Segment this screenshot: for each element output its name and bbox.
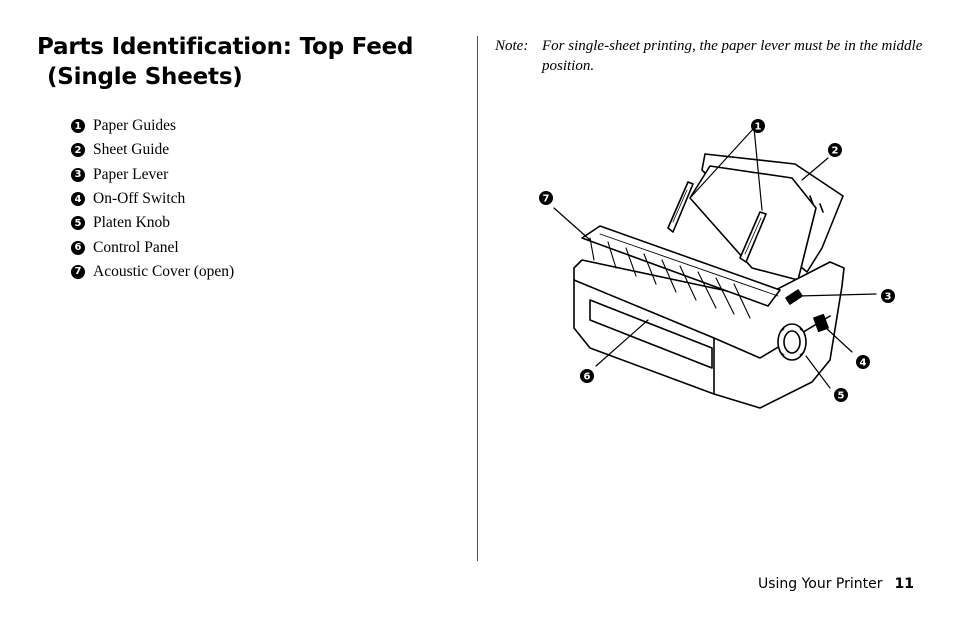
page-footer: Using Your Printer 11: [758, 576, 914, 592]
callout-badge: 7: [71, 264, 85, 279]
platen-knob: [777, 323, 807, 361]
callout-badge: 4: [71, 192, 85, 207]
paper-sheet: [689, 165, 817, 281]
title-line-1: Parts Identification: Top Feed: [37, 34, 414, 60]
column-divider: [477, 36, 478, 561]
svg-text:4: 4: [860, 358, 867, 369]
svg-text:6: 6: [584, 372, 591, 383]
part-label: Paper Guides: [93, 117, 177, 135]
control-panel: [589, 299, 713, 369]
part-label: Control Panel: [93, 238, 179, 256]
list-item: 4 On-Off Switch: [71, 187, 234, 211]
page-title: Parts Identification: Top Feed (Single S…: [37, 32, 457, 92]
callout-5: 5: [834, 388, 848, 402]
part-label: Platen Knob: [93, 214, 171, 232]
note: Note: For single-sheet printing, the pap…: [495, 36, 925, 76]
list-item: 2 Sheet Guide: [71, 138, 234, 162]
callout-badge: 3: [71, 167, 85, 182]
paper-guide-left: [667, 181, 694, 233]
callout-3: 3: [881, 289, 895, 303]
part-label: Sheet Guide: [93, 141, 170, 159]
acoustic-cover: [581, 225, 781, 307]
callout-1: 1: [751, 119, 765, 133]
note-label: Note:: [495, 38, 529, 54]
on-off-switch: [813, 313, 829, 333]
svg-text:3: 3: [885, 292, 892, 303]
callout-4: 4: [856, 355, 870, 369]
title-line-2: (Single Sheets): [47, 64, 243, 90]
list-item: 6 Control Panel: [71, 235, 234, 259]
part-label: On-Off Switch: [93, 190, 186, 208]
svg-text:1: 1: [755, 122, 762, 133]
svg-text:5: 5: [838, 391, 845, 402]
part-label: Acoustic Cover (open): [93, 262, 235, 280]
list-item: 3 Paper Lever: [71, 163, 234, 187]
printer-drawing: 1 2 3 4 5 6 7: [539, 119, 895, 409]
paper-guide-right: [739, 211, 767, 263]
callout-badge: 2: [71, 143, 85, 158]
callout-7: 7: [539, 191, 553, 205]
callout-badge: 5: [71, 216, 85, 231]
callout-2: 2: [828, 143, 842, 157]
svg-text:2: 2: [832, 146, 839, 157]
callout-badge: 1: [71, 119, 85, 134]
list-item: 1 Paper Guides: [71, 114, 234, 138]
callout-badge: 6: [71, 240, 85, 255]
list-item: 5 Platen Knob: [71, 211, 234, 235]
footer-section: Using Your Printer: [757, 576, 883, 592]
part-label: Paper Lever: [93, 165, 169, 183]
callout-6: 6: [580, 369, 594, 383]
svg-text:7: 7: [543, 194, 550, 205]
printer-illustration: 1 2 3 4 5 6 7: [530, 110, 910, 420]
note-text: For single-sheet printing, the paper lev…: [542, 38, 923, 74]
page-number: 11: [894, 576, 914, 592]
list-item: 7 Acoustic Cover (open): [71, 260, 234, 284]
